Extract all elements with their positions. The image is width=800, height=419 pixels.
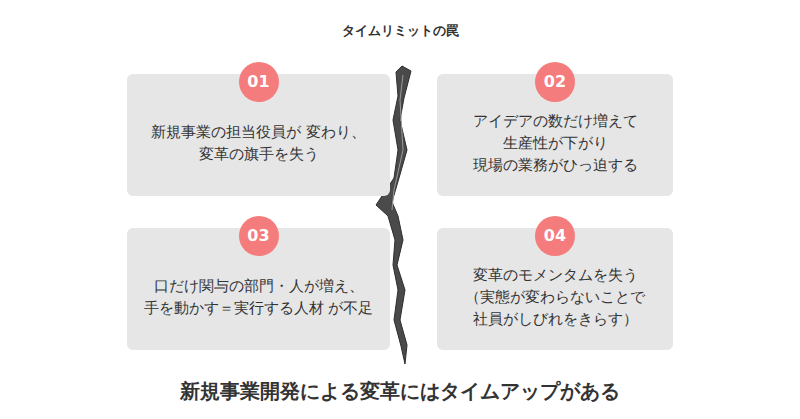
- number-badge: 01: [239, 62, 279, 102]
- diagram-title: タイムリミットの罠: [0, 22, 800, 40]
- badge-fill: [535, 216, 575, 256]
- diagram-caption: 新規事業開発による変革にはタイムアップがある: [0, 378, 800, 405]
- issue-box: 変革のモメンタムを失う （実態が変わらないことで 社員がしびれをきらす）04: [437, 228, 673, 350]
- issue-text: 新規事業の担当役員が 変わり、変革の旗手を失う: [127, 122, 390, 166]
- number-badge: 03: [239, 216, 279, 256]
- issue-text: アイデアの数だけ増えて 生産性が下がり 現場の業務がひっ迫する: [437, 111, 673, 176]
- callout-number: 03: [239, 216, 279, 256]
- issue-box: 新規事業の担当役員が 変わり、変革の旗手を失う01: [127, 74, 390, 196]
- crack-highlight: [392, 75, 403, 210]
- issue-box: 口だけ関与の部門・人が増え、 手を動かす＝実行する人材 が不足03: [127, 228, 390, 350]
- number-badge: 04: [535, 216, 575, 256]
- issue-box: アイデアの数だけ増えて 生産性が下がり 現場の業務がひっ迫する02: [437, 74, 673, 196]
- badge-fill: [535, 62, 575, 102]
- badge-fill: [239, 216, 279, 256]
- number-badge: 02: [535, 62, 575, 102]
- callout-number: 04: [535, 216, 575, 256]
- issue-text: 変革のモメンタムを失う （実態が変わらないことで 社員がしびれをきらす）: [437, 265, 673, 330]
- callout-number: 01: [239, 62, 279, 102]
- callout-number: 02: [535, 62, 575, 102]
- issue-text: 口だけ関与の部門・人が増え、 手を動かす＝実行する人材 が不足: [127, 276, 390, 320]
- badge-fill: [239, 62, 279, 102]
